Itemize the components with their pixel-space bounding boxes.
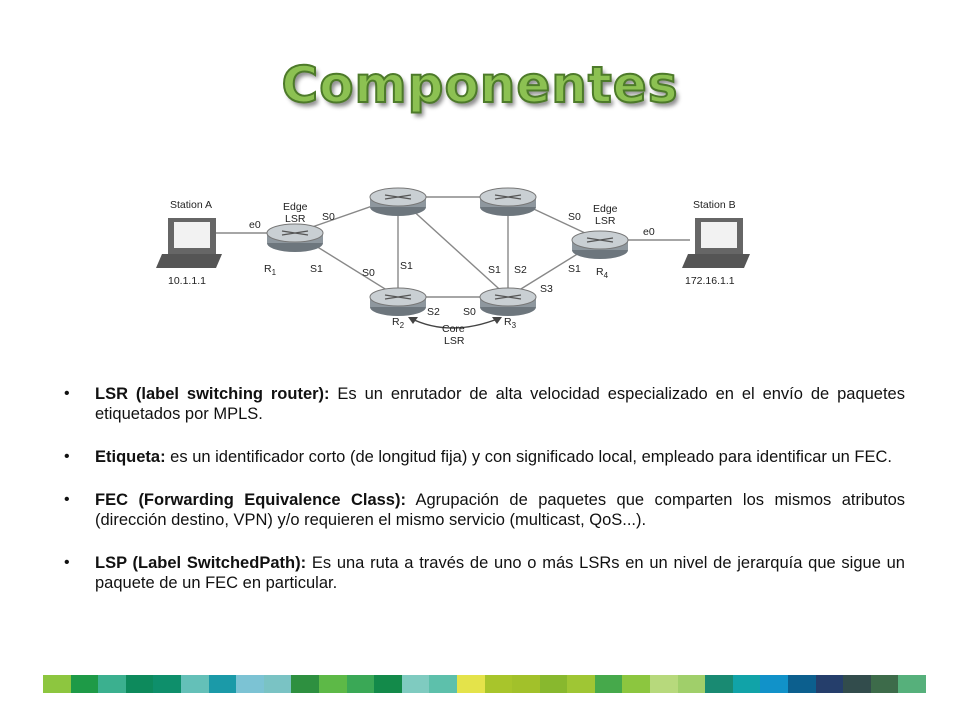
router-r3-subscript: 3 <box>512 321 517 330</box>
stripe-segment <box>484 675 513 693</box>
bullet-fec: • FEC (Forwarding Equivalence Class): Agr… <box>64 490 905 530</box>
bullet-term: FEC (Forwarding Equivalence Class): <box>95 491 406 509</box>
stripe-segment <box>788 675 816 693</box>
stripe-segment <box>732 675 761 693</box>
core-lsr-line1: Core <box>442 323 465 335</box>
router-r1-icon <box>266 223 324 252</box>
stripe-segment <box>236 675 264 693</box>
bullet-text: Agrupación de paquetes que comparten los… <box>95 491 905 529</box>
router-r4-name: R4 <box>596 266 609 280</box>
stripe-segment <box>291 675 319 693</box>
station-b-label: Station B <box>693 199 736 211</box>
stripe-segment <box>374 675 402 693</box>
interface-r2-s0: S0 <box>362 267 375 279</box>
station-b-computer-icon <box>682 218 750 268</box>
stripe-segment <box>456 675 485 693</box>
stripe-segment <box>567 675 595 693</box>
bullet-term: LSP (Label SwitchedPath): <box>95 554 307 572</box>
router-r4-subscript: 4 <box>604 271 609 280</box>
bullet-dot: • <box>64 554 70 571</box>
bullet-term: Etiqueta: <box>95 448 166 466</box>
router-r4-icon <box>571 230 629 259</box>
router-top-left-icon <box>369 187 427 216</box>
bullet-text: Es una ruta a través de uno o más LSRs e… <box>95 554 905 592</box>
stripe-segment <box>208 675 237 693</box>
bullet-dot: • <box>64 491 70 508</box>
stripe-segment <box>760 675 789 693</box>
bullet-list: • LSR (label switching router): Es un enr… <box>64 384 905 616</box>
stripe-segment <box>594 675 623 693</box>
router-r1-letter: R <box>264 263 272 275</box>
bullet-etiqueta: • Etiqueta: es un identificador corto (de… <box>64 447 905 467</box>
stripe-segment <box>512 675 540 693</box>
station-b-ip: 172.16.1.1 <box>685 275 735 287</box>
stripe-segment <box>539 675 568 693</box>
core-lsr-line2: LSR <box>444 335 465 347</box>
core-lsr-arrow <box>409 317 501 329</box>
stripe-segment <box>843 675 871 693</box>
station-a-label: Station A <box>170 199 212 211</box>
stripe-segment <box>318 675 347 693</box>
arrow-head-left <box>408 317 418 324</box>
station-a-ip: 10.1.1.1 <box>168 275 206 287</box>
interface-r3-s0: S0 <box>463 306 476 318</box>
stripe-segment <box>622 675 651 693</box>
interface-r4-s0: S0 <box>568 211 581 223</box>
interface-r3-s3: S3 <box>540 283 553 295</box>
stripe-segment <box>650 675 678 693</box>
stripe-segment <box>98 675 126 693</box>
interface-b-e0: e0 <box>643 226 655 238</box>
interface-r2-s2: S2 <box>427 306 440 318</box>
stripe-segment <box>346 675 375 693</box>
stripe-segment <box>263 675 292 693</box>
stripe-segment <box>815 675 844 693</box>
stripe-segment <box>429 675 457 693</box>
bullet-term: LSR (label switching router): <box>95 385 330 403</box>
router-r2-icon <box>369 287 427 316</box>
edge-lsr-right-line1: Edge <box>593 203 618 215</box>
stripe-segment <box>870 675 899 693</box>
interface-a-e0: e0 <box>249 219 261 231</box>
bullet-lsp: • LSP (Label SwitchedPath): Es una ruta a… <box>64 553 905 593</box>
router-top-right-icon <box>479 187 537 216</box>
router-r4-letter: R <box>596 266 604 278</box>
bullet-lsr: • LSR (label switching router): Es un enr… <box>64 384 905 424</box>
router-r1-subscript: 1 <box>272 268 277 277</box>
stripe-segment <box>70 675 99 693</box>
interface-r3-s2: S2 <box>514 264 527 276</box>
router-r2-letter: R <box>392 316 400 328</box>
mpls-network-diagram: Station A 10.1.1.1 e0 Station B 172.16.1… <box>156 187 750 347</box>
stripe-segment <box>125 675 154 693</box>
bullet-text: es un identificador corto (de longitud f… <box>165 448 892 466</box>
edge-lsr-right-line2: LSR <box>595 215 616 227</box>
interface-r4-s1: S1 <box>568 263 581 275</box>
interface-r1-s1: S1 <box>310 263 323 275</box>
router-r1-name: R1 <box>264 263 277 277</box>
stripe-segment <box>43 675 71 693</box>
interface-r3-s1: S1 <box>488 264 501 276</box>
footer-color-stripe <box>43 675 926 693</box>
arrow-head-right <box>492 317 502 324</box>
router-r3-letter: R <box>504 316 512 328</box>
edge-lsr-left-line2: LSR <box>285 213 306 225</box>
slide-title: Componentes <box>281 55 679 115</box>
stripe-segment <box>898 675 926 693</box>
stripe-segment <box>705 675 733 693</box>
interface-r2-s1: S1 <box>400 260 413 272</box>
interface-r1-s0: S0 <box>322 211 335 223</box>
bullet-text: Es un enrutador de alta velocidad especi… <box>95 385 905 423</box>
router-r3-icon <box>479 287 537 316</box>
router-r2-name: R2 <box>392 316 405 330</box>
stripe-segment <box>180 675 209 693</box>
router-r2-subscript: 2 <box>400 321 405 330</box>
router-r3-name: R3 <box>504 316 517 330</box>
stripe-segment <box>677 675 706 693</box>
bullet-dot: • <box>64 448 70 465</box>
bullet-dot: • <box>64 385 70 402</box>
edge-lsr-left-line1: Edge <box>283 201 308 213</box>
stripe-segment <box>401 675 430 693</box>
station-a-computer-icon <box>156 218 222 268</box>
stripe-segment <box>153 675 181 693</box>
